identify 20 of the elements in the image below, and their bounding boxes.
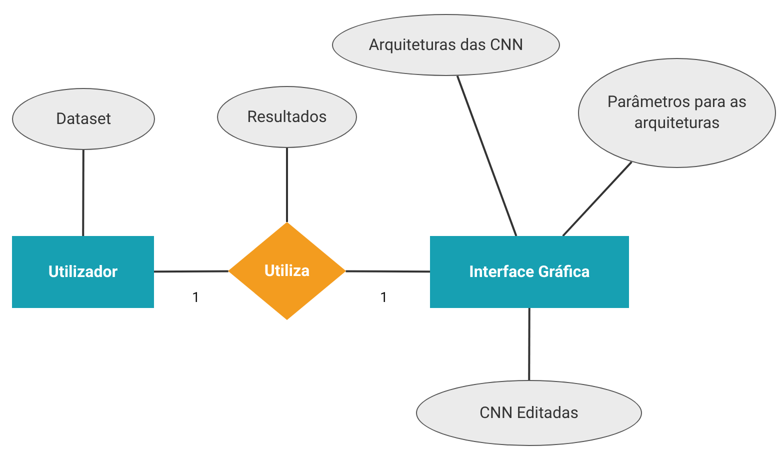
entity-box bbox=[12, 236, 154, 308]
relationship-name: Utiliza bbox=[263, 260, 311, 282]
attribute-name: Arquiteturas das CNN bbox=[368, 34, 524, 56]
connector-line bbox=[528, 308, 530, 380]
connector-line bbox=[456, 76, 518, 236]
attribute-name: Dataset bbox=[54, 108, 112, 130]
cardinality-label: 1 bbox=[192, 290, 200, 306]
connector-line bbox=[154, 270, 228, 273]
attribute-name: CNN Editadas bbox=[478, 402, 580, 424]
entity-name: Interface Gráfica bbox=[468, 262, 591, 282]
attribute-name: Parâmetros para as arquiteturas bbox=[606, 92, 748, 134]
attribute-name: Resultados bbox=[246, 106, 328, 128]
connector-line bbox=[82, 150, 84, 236]
connector-line bbox=[562, 161, 632, 237]
connector-line bbox=[286, 148, 288, 222]
relationship-diamond bbox=[228, 222, 346, 320]
entity-name: Utilizador bbox=[47, 262, 119, 282]
connector-line bbox=[346, 270, 430, 273]
entity-box bbox=[430, 236, 629, 308]
cardinality-label: 1 bbox=[380, 290, 388, 306]
